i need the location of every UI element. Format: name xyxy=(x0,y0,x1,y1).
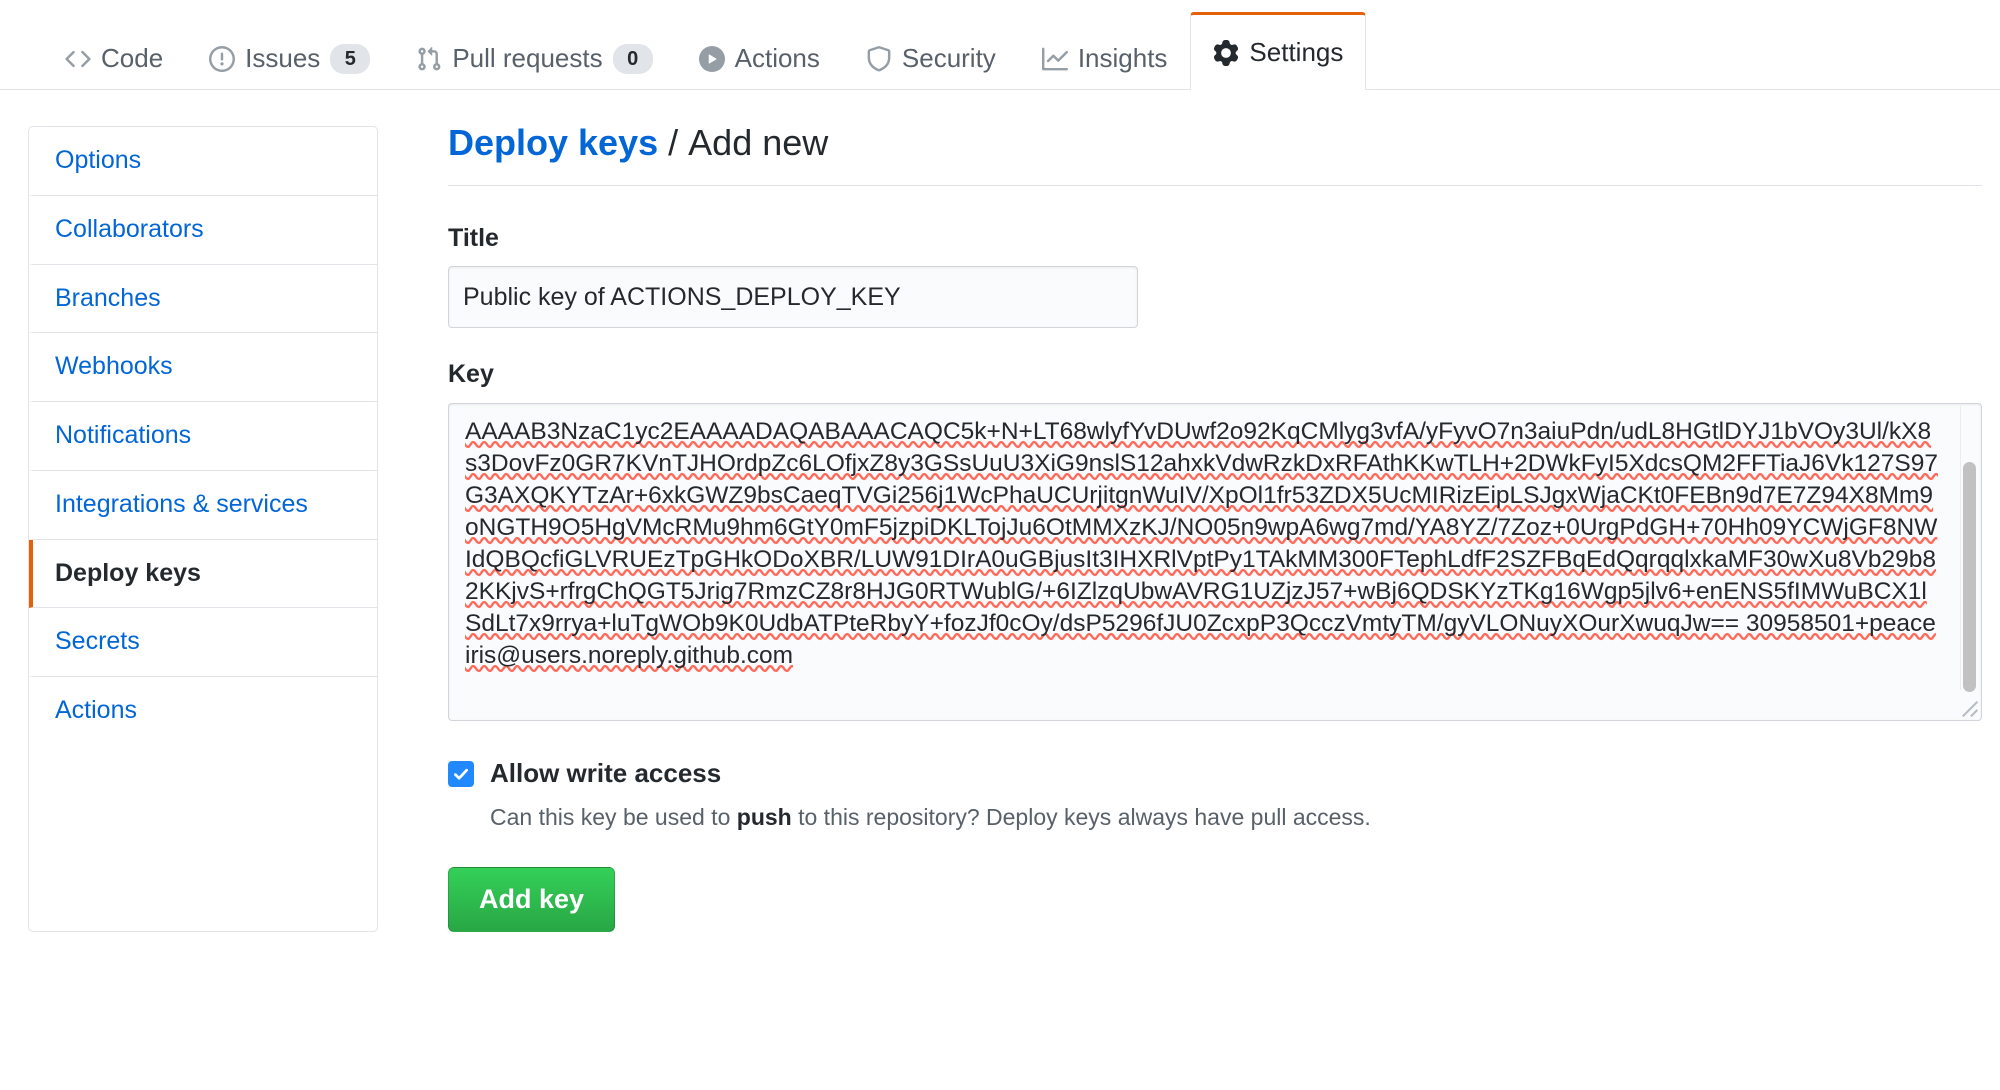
sidebar-item-label: Options xyxy=(55,146,142,174)
breadcrumb-current: Add new xyxy=(688,122,829,163)
nav-tab-pull-requests[interactable]: Pull requests 0 xyxy=(393,27,675,89)
sidebar-item-secrets[interactable]: Secrets xyxy=(29,608,377,677)
sidebar-item-label: Actions xyxy=(55,696,137,724)
shield-icon xyxy=(866,45,892,72)
pull-requests-count-badge: 0 xyxy=(612,43,653,74)
nav-tab-label: Security xyxy=(901,43,996,73)
code-icon xyxy=(65,46,91,72)
sidebar-item-label: Branches xyxy=(55,283,161,312)
nav-tab-label: Insights xyxy=(1077,43,1168,73)
issues-count-badge: 5 xyxy=(330,43,371,74)
nav-tab-insights[interactable]: Insights xyxy=(1019,27,1191,89)
nav-tab-label: Pull requests xyxy=(452,43,603,73)
sidebar-item-label: Webhooks xyxy=(55,352,173,381)
repo-nav: Code Issues 5 Pull requests 0 Actions Se… xyxy=(0,0,2000,90)
help-text-suffix: to this repository? Deploy keys always h… xyxy=(791,803,1371,830)
field-spacer xyxy=(448,328,1982,358)
breadcrumb-separator: / xyxy=(668,122,679,163)
sidebar-item-webhooks[interactable]: Webhooks xyxy=(29,333,377,402)
page-title: Deploy keys / Add new xyxy=(448,120,1982,186)
help-text-prefix: Can this key be used to xyxy=(490,803,737,830)
sidebar-item-actions[interactable]: Actions xyxy=(29,677,377,745)
main-content: Deploy keys / Add new Title Key AAAAB3Nz… xyxy=(378,120,2000,933)
sidebar-item-label: Deploy keys xyxy=(55,558,201,587)
allow-write-access-label[interactable]: Allow write access xyxy=(490,757,722,788)
breadcrumb-deploy-keys-link[interactable]: Deploy keys xyxy=(448,122,659,163)
play-icon xyxy=(698,45,725,72)
nav-tab-code[interactable]: Code xyxy=(42,27,186,89)
nav-tab-settings[interactable]: Settings xyxy=(1190,12,1367,90)
sidebar-item-integrations-and-services[interactable]: Integrations & services xyxy=(29,471,377,540)
nav-tab-actions[interactable]: Actions xyxy=(676,27,843,89)
settings-sidebar: Options Collaborators Branches Webhooks … xyxy=(28,126,378,933)
resize-grip-icon[interactable] xyxy=(1953,692,1979,718)
sidebar-item-label: Notifications xyxy=(55,421,192,449)
sidebar-item-deploy-keys[interactable]: Deploy keys xyxy=(29,539,377,609)
allow-write-access-row[interactable]: Allow write access xyxy=(448,757,1982,791)
sidebar-item-label: Secrets xyxy=(55,627,140,656)
key-field-label: Key xyxy=(448,360,494,389)
help-text-bold: push xyxy=(736,803,792,830)
nav-tab-label: Settings xyxy=(1249,37,1344,67)
nav-tab-label: Code xyxy=(101,43,164,73)
page-body: Options Collaborators Branches Webhooks … xyxy=(0,90,2000,933)
key-textarea[interactable]: AAAAB3NzaC1yc2EAAAADAQABAAACAQC5k+N+LT68… xyxy=(448,402,1982,721)
key-textarea-value[interactable]: AAAAB3NzaC1yc2EAAAADAQABAAACAQC5k+N+LT68… xyxy=(465,417,1938,669)
git-pull-request-icon xyxy=(416,46,442,72)
sidebar-item-options[interactable]: Options xyxy=(29,127,377,196)
key-textarea-scrollbar-thumb[interactable] xyxy=(1963,461,1976,692)
sidebar-item-label: Integrations & services xyxy=(55,489,308,518)
issue-opened-icon xyxy=(209,45,236,72)
allow-write-access-checkbox[interactable] xyxy=(448,760,474,787)
nav-tab-label: Actions xyxy=(734,43,820,73)
sidebar-item-label: Collaborators xyxy=(55,214,204,243)
nav-tab-issues[interactable]: Issues 5 xyxy=(186,27,393,89)
sidebar-item-collaborators[interactable]: Collaborators xyxy=(29,196,377,265)
sidebar-item-notifications[interactable]: Notifications xyxy=(29,402,377,471)
nav-tab-security[interactable]: Security xyxy=(843,27,1019,89)
title-field-label: Title xyxy=(448,223,499,252)
gear-icon xyxy=(1213,39,1239,66)
key-textarea-scrollbar[interactable] xyxy=(1960,405,1978,692)
add-key-button[interactable]: Add key xyxy=(448,866,616,933)
sidebar-item-branches[interactable]: Branches xyxy=(29,265,377,334)
title-input[interactable] xyxy=(448,266,1138,329)
allow-write-access-help-text: Can this key be used to push to this rep… xyxy=(490,801,1982,833)
nav-tab-label: Issues xyxy=(245,43,321,73)
graph-icon xyxy=(1041,46,1068,72)
